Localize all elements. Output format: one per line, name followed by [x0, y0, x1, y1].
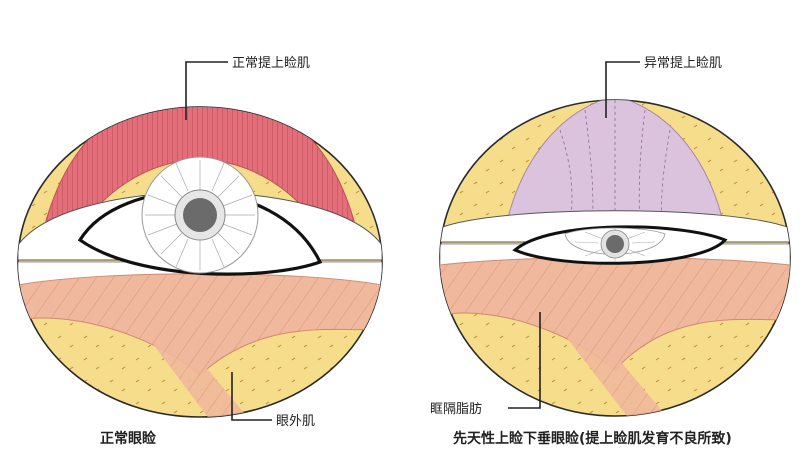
right-lower-muscle-strap [530, 290, 670, 416]
label-orbicularis: 眼外肌 [276, 414, 315, 429]
ptosis-eye [439, 99, 791, 417]
left-iris [141, 156, 259, 274]
right-pupil [606, 235, 624, 253]
leader-normal-levator [185, 61, 228, 120]
caption-ptosis: 先天性上睑下垂眼睑(提上睑肌发育不良所致) [453, 430, 732, 447]
left-pupil [183, 198, 217, 232]
leader-abnormal-levator [605, 61, 640, 118]
abnormal-levator-muscle [504, 100, 726, 231]
label-orbital-fat: 眶隔脂肪 [430, 401, 482, 417]
left-lower-muscle-strap [120, 300, 250, 417]
right-iris [564, 227, 666, 262]
leader-lines [185, 61, 640, 421]
label-normal-levator: 正常提上睑肌 [232, 55, 310, 71]
normal-eye [17, 106, 383, 418]
leader-orbicularis [231, 372, 272, 421]
label-abnormal-levator: 异常提上睑肌 [644, 55, 722, 71]
leader-orbital-fat [508, 312, 541, 409]
caption-normal: 正常眼睑 [100, 430, 156, 447]
left-lower-muscle [18, 273, 382, 376]
